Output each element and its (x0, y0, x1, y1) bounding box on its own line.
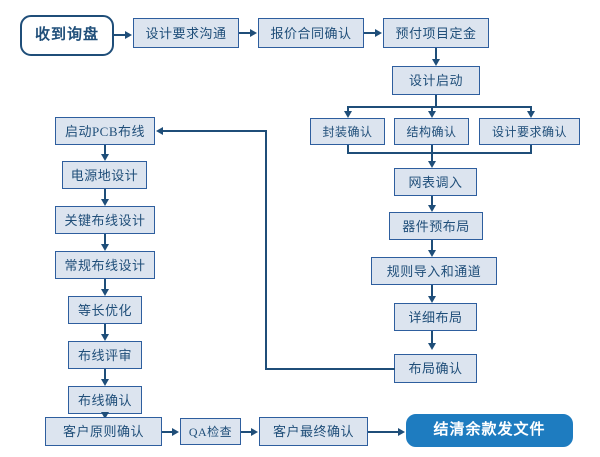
connector-loop-top (163, 130, 267, 132)
connector-structure-down (431, 145, 433, 154)
connector-kickoff-branch-bus (347, 106, 531, 108)
connector-quote-to-prepay (364, 32, 376, 34)
arrowhead-critical-to-general (101, 244, 109, 251)
connector-routing-to-power-ground (104, 145, 106, 158)
arrowhead-length-matching-to-review (101, 334, 109, 341)
node-qa-check[interactable]: QA检查 (180, 418, 241, 445)
connector-power-ground-to-critical (104, 189, 106, 203)
node-critical-routing[interactable]: 关键布线设计 (55, 206, 155, 234)
connector-preplace-to-rules (431, 240, 433, 254)
connector-merge-to-netlist (431, 152, 433, 165)
node-detailed-placement[interactable]: 详细布局 (394, 303, 477, 331)
arrowhead-final-confirm-to-settle (398, 428, 405, 436)
connector-principle-to-qa (162, 431, 173, 433)
node-component-preplace[interactable]: 器件预布局 (389, 212, 483, 240)
arrowhead-qa-to-final-confirm (251, 428, 258, 436)
node-placement-confirm[interactable]: 布局确认 (394, 354, 477, 383)
connector-package-down (347, 145, 349, 154)
connector-netlist-to-preplace (431, 196, 433, 209)
node-rule-import-channel[interactable]: 规则导入和通道 (371, 257, 497, 285)
node-start[interactable]: 收到询盘 (20, 15, 114, 56)
arrowhead-branch-to-structure (428, 111, 436, 118)
node-customer-principle-confirm[interactable]: 客户原则确认 (45, 417, 162, 446)
node-length-matching[interactable]: 等长优化 (68, 296, 142, 324)
connector-kickoff-stem (435, 95, 437, 108)
connector-detailed-to-placement-confirm (431, 331, 433, 347)
connector-merge-bus (347, 152, 532, 154)
arrowhead-netlist-to-preplace (428, 205, 436, 212)
arrowhead-routing-confirm-to-customer-principle (101, 412, 109, 419)
arrowhead-branch-to-design-req-confirm (527, 111, 535, 118)
connector-design-req-confirm-down (530, 145, 532, 154)
arrowhead-merge-to-netlist (428, 161, 436, 168)
node-structure-confirm[interactable]: 结构确认 (394, 118, 469, 145)
connector-rules-to-detailed (431, 285, 433, 300)
connector-review-to-routing-confirm (104, 369, 106, 383)
arrowhead-detailed-to-placement-confirm (428, 343, 436, 350)
arrowhead-preplace-to-rules (428, 250, 436, 257)
arrowhead-power-ground-to-critical (101, 199, 109, 206)
arrowhead-branch-to-package (344, 111, 352, 118)
node-design-kickoff[interactable]: 设计启动 (392, 66, 480, 95)
connector-branch-to-design-req-confirm (530, 106, 532, 115)
arrowhead-review-to-routing-confirm (101, 379, 109, 386)
node-settle-balance-deliver[interactable]: 结清余款发文件 (406, 414, 573, 447)
connector-critical-to-general (104, 234, 106, 248)
arrowhead-quote-to-prepay (375, 29, 382, 37)
node-routing-confirm[interactable]: 布线确认 (68, 386, 142, 414)
connector-general-to-length-matching (104, 279, 106, 293)
arrowhead-design-req-to-quote (250, 29, 257, 37)
node-start-pcb-routing[interactable]: 启动PCB布线 (55, 117, 155, 145)
arrowhead-loop-to-start-routing (156, 127, 163, 135)
arrowhead-general-to-length-matching (101, 289, 109, 296)
node-general-routing[interactable]: 常规布线设计 (55, 251, 155, 279)
connector-branch-to-structure (431, 106, 433, 115)
arrowhead-start-to-design-req (125, 31, 132, 39)
arrowhead-routing-to-power-ground (101, 154, 109, 161)
arrowhead-prepay-to-kickoff (432, 59, 440, 66)
connector-loop-bottom (265, 368, 395, 370)
node-customer-final-confirm[interactable]: 客户最终确认 (259, 417, 368, 446)
arrowhead-rules-to-detailed (428, 296, 436, 303)
node-design-req-comm[interactable]: 设计要求沟通 (133, 18, 239, 48)
node-package-confirm[interactable]: 封装确认 (310, 118, 385, 145)
node-design-req-confirm[interactable]: 设计要求确认 (479, 118, 580, 145)
node-prepay-deposit[interactable]: 预付项目定金 (383, 18, 489, 48)
node-quote-contract[interactable]: 报价合同确认 (258, 18, 364, 48)
connector-prepay-to-kickoff (435, 48, 437, 63)
connector-branch-to-package (347, 106, 349, 115)
connector-start-to-design-req (114, 34, 126, 36)
node-netlist-import[interactable]: 网表调入 (394, 168, 477, 196)
connector-final-confirm-to-settle (368, 431, 400, 433)
node-routing-review[interactable]: 布线评审 (68, 341, 142, 369)
connector-qa-to-final-confirm (241, 431, 252, 433)
connector-length-matching-to-review (104, 324, 106, 338)
connector-loop-vertical (265, 130, 267, 370)
connector-design-req-to-quote (239, 32, 251, 34)
arrowhead-principle-to-qa (172, 428, 179, 436)
node-power-ground-design[interactable]: 电源地设计 (62, 161, 147, 189)
